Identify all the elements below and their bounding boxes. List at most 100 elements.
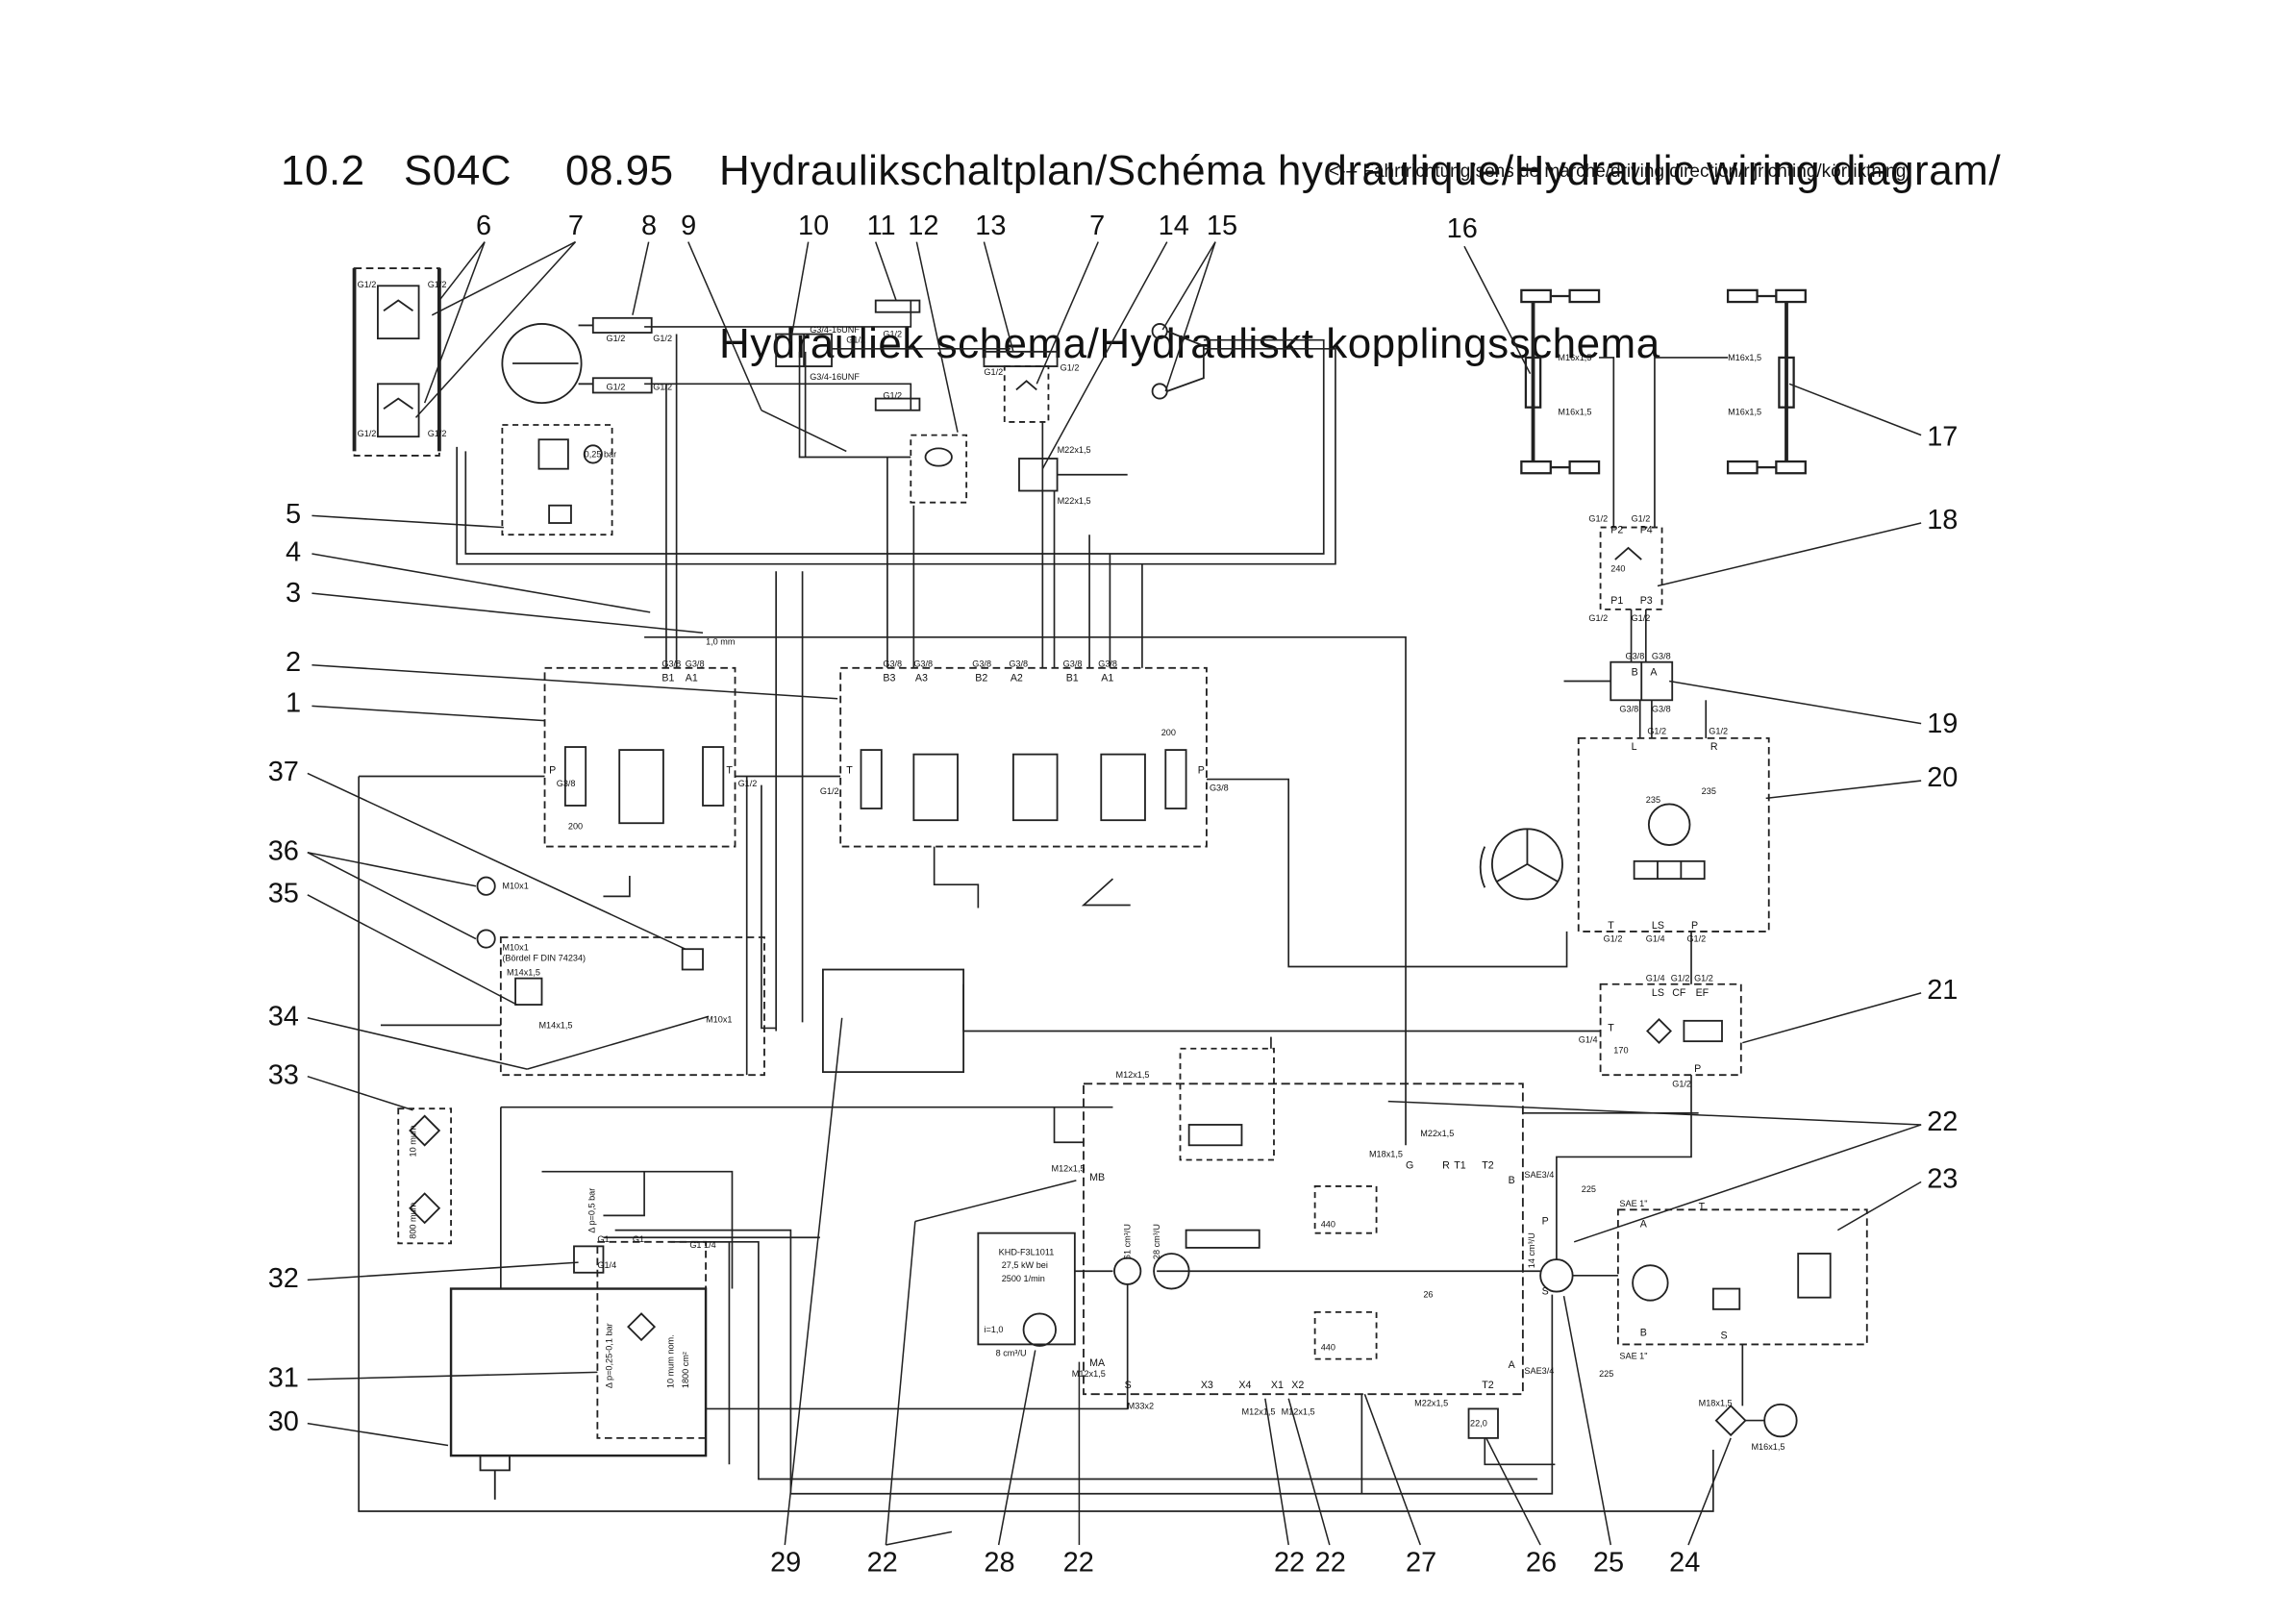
port-sae34-a: SAE3/4 xyxy=(1524,1170,1554,1180)
port-unf-10b: G3/4-16UNF xyxy=(810,372,860,382)
callout-18: 18 xyxy=(1927,505,1958,535)
valve-t-21: T xyxy=(1608,1022,1614,1033)
valve-p-20: P xyxy=(1691,920,1698,932)
port-m12-22d: M12x1,5 xyxy=(1241,1407,1275,1417)
setting-235-20b: 235 xyxy=(1702,786,1716,796)
callout-8: 8 xyxy=(641,211,657,241)
callout-14: 14 xyxy=(1159,211,1189,241)
callout-7: 7 xyxy=(568,211,584,241)
valve-a1-2: A1 xyxy=(1101,673,1113,684)
valve-x4-27: X4 xyxy=(1238,1380,1251,1391)
port-m10-36b: M10x1 xyxy=(502,943,528,953)
engine-power: 27,5 kW bei xyxy=(1002,1260,1048,1270)
annotations: 1,0 mm 0,25 bar 10 mum 800 mum Δ p=0,5 b… xyxy=(409,449,1537,1388)
port-sae34-b: SAE3/4 xyxy=(1524,1366,1554,1376)
revision-date: 08.95 xyxy=(565,147,674,194)
port-g12-8c: G1/2 xyxy=(607,382,626,391)
callout-27: 27 xyxy=(1406,1547,1436,1578)
valve-ls-20: LS xyxy=(1652,920,1664,932)
port-g14-21a: G1/4 xyxy=(1646,974,1665,983)
setting-26-27: 26 xyxy=(1423,1290,1433,1300)
note-check-value: 0,25 bar xyxy=(585,449,616,459)
callout-1: 1 xyxy=(286,687,301,718)
valve-ls-21: LS xyxy=(1652,987,1664,999)
valve-s-23: S xyxy=(1720,1330,1727,1341)
valve-a3-2: A3 xyxy=(915,673,928,684)
valve-b-27: B xyxy=(1509,1175,1515,1186)
port-g12-18b: G1/2 xyxy=(1632,513,1651,523)
port-g12-20c: G1/2 xyxy=(1604,934,1623,944)
component-27-hydrostat xyxy=(1083,1082,1574,1396)
port-g12-6c: G1/2 xyxy=(358,429,377,438)
model-code: S04C xyxy=(404,147,512,194)
setting-200-2: 200 xyxy=(1161,728,1176,737)
component-31-return-filter xyxy=(596,1240,707,1439)
callout-25: 25 xyxy=(1593,1547,1624,1578)
port-g12-6a: G1/2 xyxy=(358,280,377,289)
port-g114-31: G1 1/4 xyxy=(689,1240,715,1250)
port-g38-2d: G3/8 xyxy=(1009,659,1028,668)
port-g12-13b: G1/2 xyxy=(1061,363,1080,373)
driving-direction-note: <--- Fahrtrichtung/sens de marche/drivin… xyxy=(1329,162,1907,182)
port-m12-22e: M12x1,5 xyxy=(1282,1407,1315,1417)
note-dp-bypass: Δ p=0,25-0,1 bar xyxy=(605,1323,614,1388)
port-g12-8a: G1/2 xyxy=(607,334,626,343)
port-g38-19a: G3/8 xyxy=(1625,652,1644,661)
port-g12-21c: G1/2 xyxy=(1672,1079,1691,1088)
valve-a-23: A xyxy=(1640,1219,1648,1231)
valve-labels: B1 A1 P T B3 A3 B2 A2 B1 A1 T P P2 P4 P1… xyxy=(549,525,1727,1391)
title-row-2: Hydrauliek schema/Hydrauliskt kopplingss… xyxy=(281,315,2001,373)
port-g12-11b: G1/2 xyxy=(883,391,902,401)
port-g12-20a: G1/2 xyxy=(1647,726,1666,735)
port-m12-22b: M12x1,5 xyxy=(1051,1164,1085,1174)
valve-s-27: S xyxy=(1125,1380,1132,1391)
note-dp-suction: Δ p=0,5 bar xyxy=(586,1188,596,1233)
callout-5: 5 xyxy=(286,499,301,530)
port-g12-6d: G1/2 xyxy=(428,429,447,438)
callout-35: 35 xyxy=(268,878,299,908)
setting-235-20a: 235 xyxy=(1646,795,1660,805)
callout-4: 4 xyxy=(286,537,301,568)
port-g12-1: G1/2 xyxy=(738,779,758,788)
valve-a2-2: A2 xyxy=(1011,673,1023,684)
engine-ratio: i=1,0 xyxy=(984,1325,1003,1334)
valve-a1-1: A1 xyxy=(686,673,698,684)
port-g38-19c: G3/8 xyxy=(1619,704,1638,713)
callout-22d: 22 xyxy=(1315,1547,1346,1578)
callout-7b: 7 xyxy=(1089,211,1105,241)
port-m33-27: M33x2 xyxy=(1128,1401,1154,1410)
pump-small: 8 cm³/U xyxy=(996,1349,1027,1358)
valve-g-27: G xyxy=(1406,1160,1413,1172)
callout-10: 10 xyxy=(798,211,829,241)
port-g38-1c: G3/8 xyxy=(557,779,576,788)
callout-9: 9 xyxy=(681,211,696,241)
valve-ef-21: EF xyxy=(1696,987,1710,999)
port-m22-27a: M22x1,5 xyxy=(1420,1129,1454,1138)
port-g12-20d: G1/2 xyxy=(1686,934,1706,944)
note-filter-area: 1800 cm² xyxy=(681,1352,690,1388)
valve-mb-27: MB xyxy=(1089,1172,1105,1183)
callout-22c: 22 xyxy=(1274,1547,1305,1578)
port-g38-19d: G3/8 xyxy=(1652,704,1671,713)
setting-225-a: 225 xyxy=(1582,1184,1596,1194)
valve-b1-1: B1 xyxy=(661,673,674,684)
port-g38-2b: G3/8 xyxy=(913,659,933,668)
port-m16-24: M16x1,5 xyxy=(1751,1442,1784,1452)
port-m10-37: M10x1 xyxy=(706,1014,732,1024)
port-g38-1b: G3/8 xyxy=(686,659,705,668)
callout-numbers: 6 7 8 9 10 11 12 13 7 14 15 16 5 4 3 2 1… xyxy=(268,211,1959,1578)
port-g38-1a: G3/8 xyxy=(661,659,681,668)
port-m22-14b: M22x1,5 xyxy=(1058,496,1091,506)
setting-200-1: 200 xyxy=(568,821,583,831)
callout-24: 24 xyxy=(1669,1547,1700,1578)
port-g12-8d: G1/2 xyxy=(653,382,672,391)
component-33-filters xyxy=(397,1107,452,1245)
leader-lines xyxy=(307,240,1922,1546)
port-g38-19b: G3/8 xyxy=(1652,652,1671,661)
port-g12-21b: G1/2 xyxy=(1694,974,1713,983)
callout-22b: 22 xyxy=(1063,1547,1094,1578)
callout-3: 3 xyxy=(286,578,301,609)
callout-28: 28 xyxy=(984,1547,1014,1578)
callout-36: 36 xyxy=(268,835,299,866)
callout-20: 20 xyxy=(1927,762,1958,793)
